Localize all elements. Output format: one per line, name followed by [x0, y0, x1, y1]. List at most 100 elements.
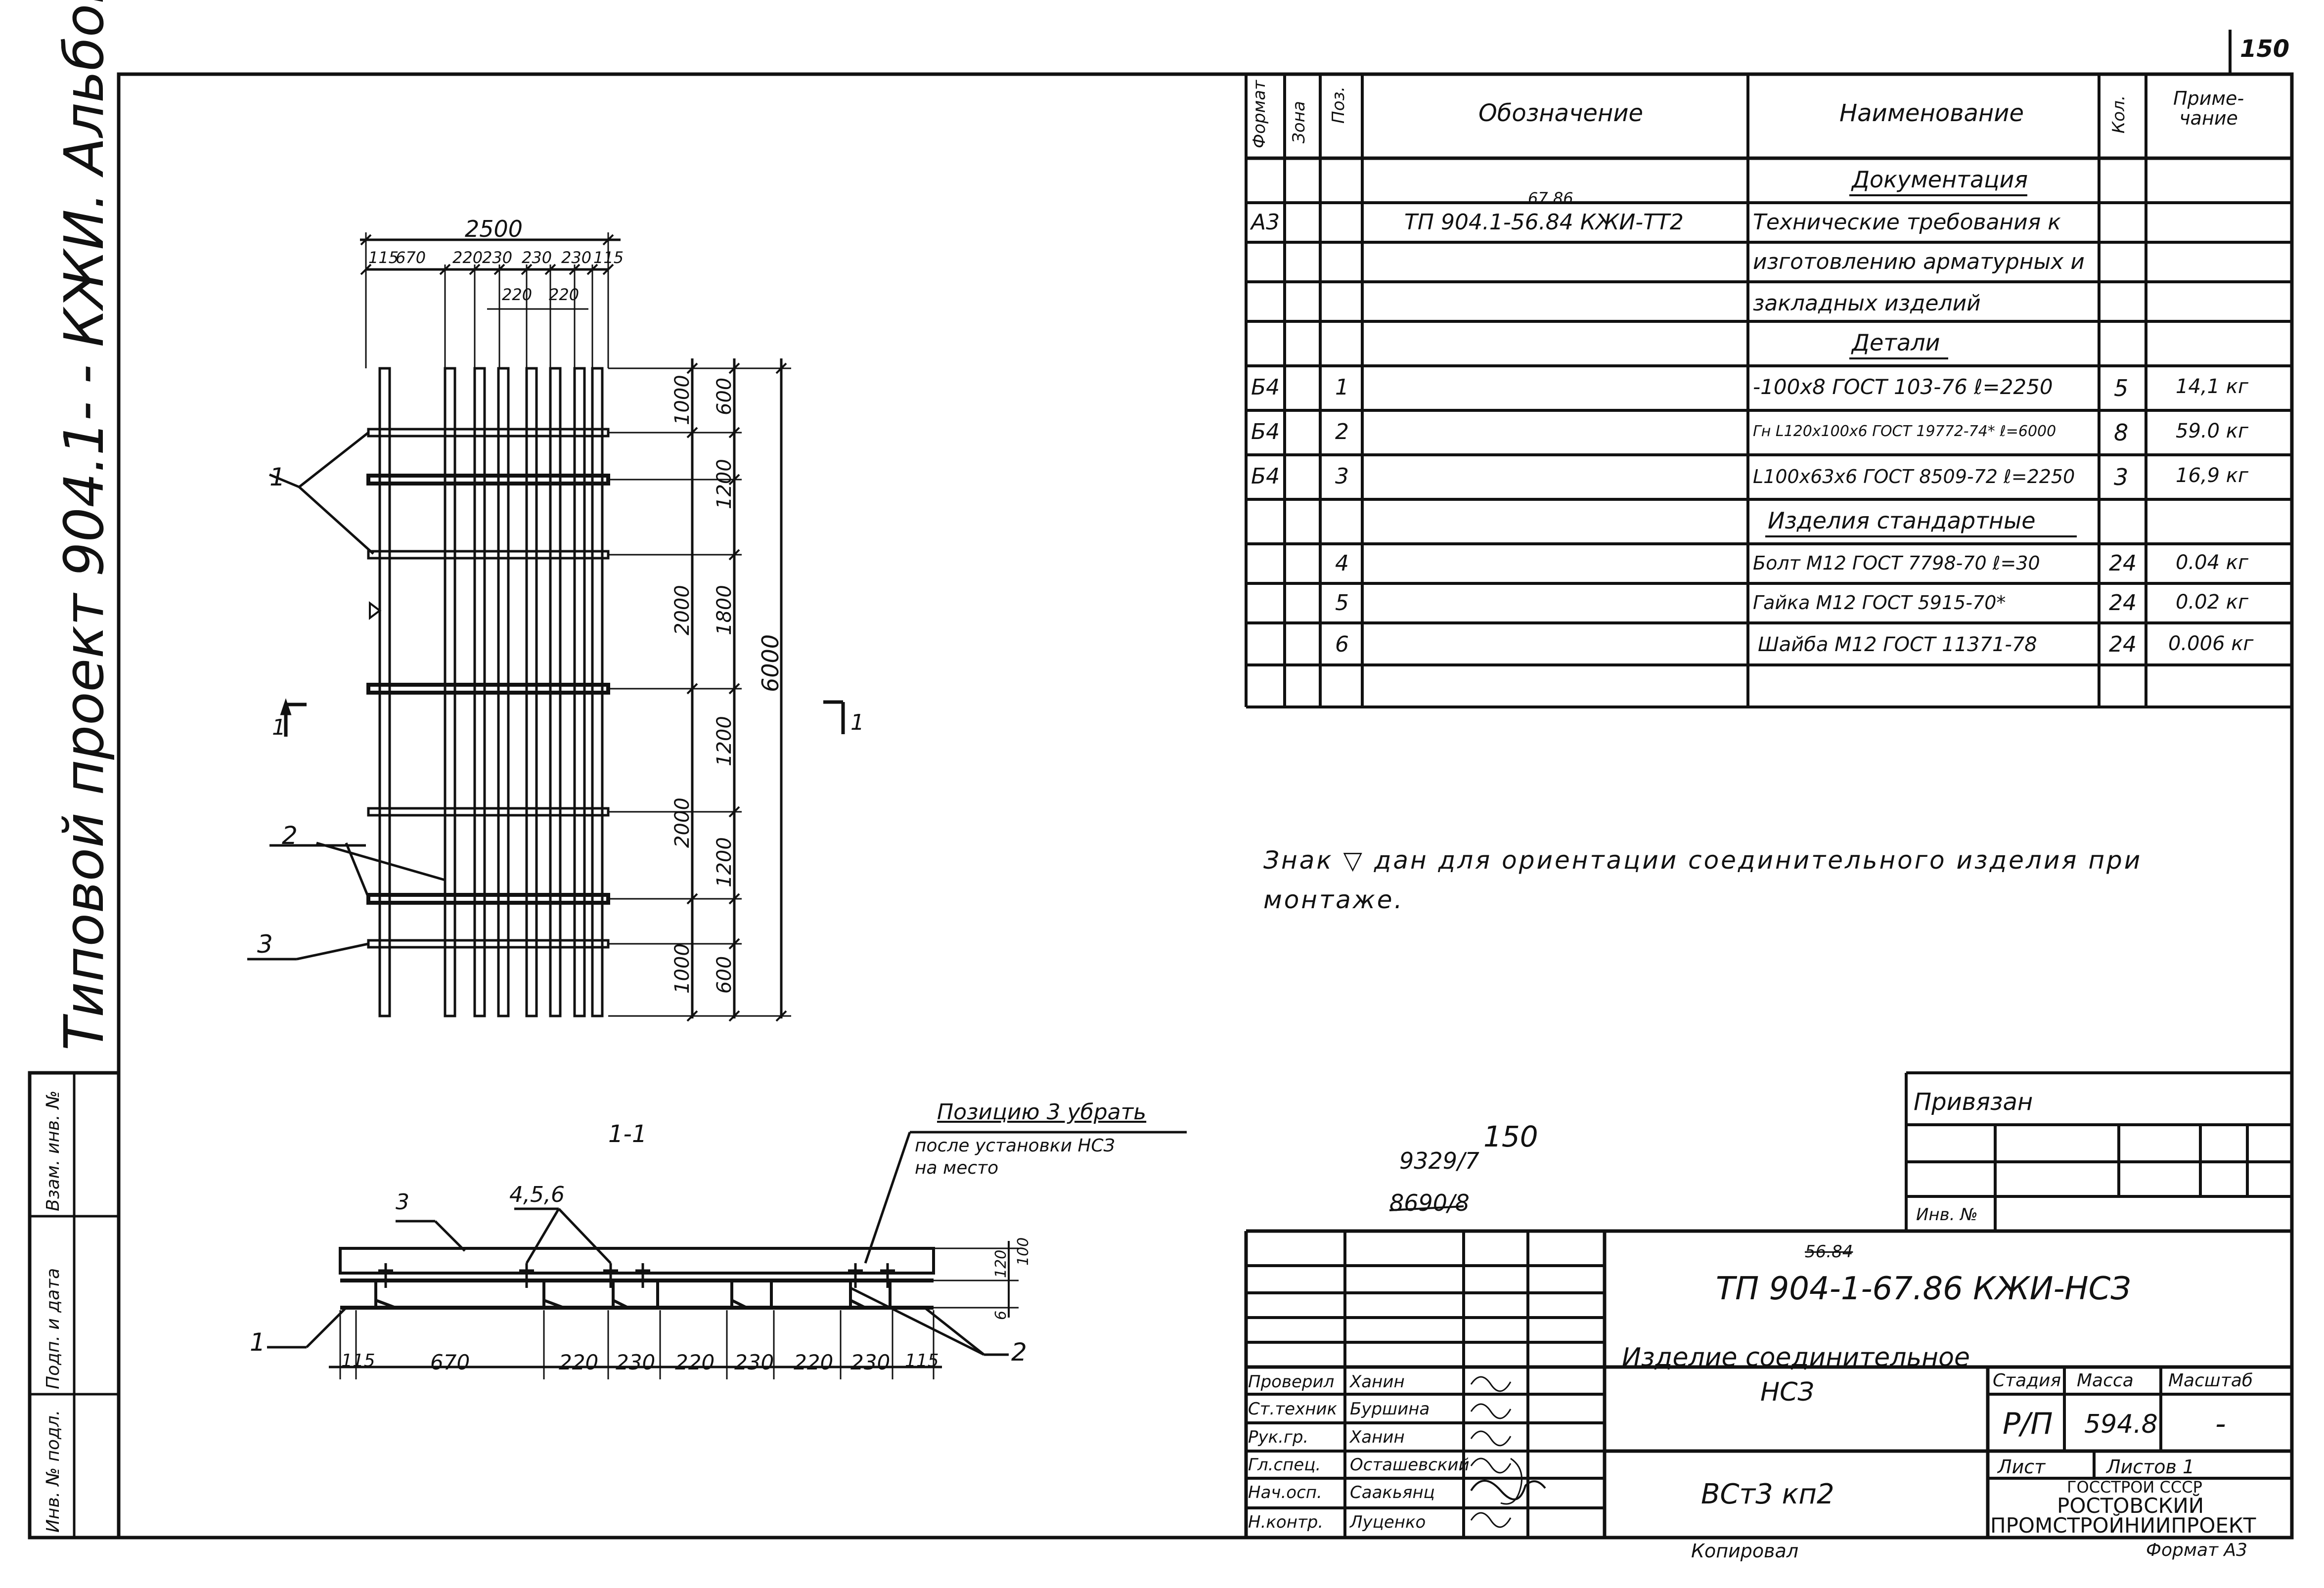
plan-dim-top-4: 230 — [522, 248, 552, 267]
plan-dim-mid-0: 600 — [713, 377, 736, 415]
remove-note-line1: Позицию 3 убрать — [937, 1100, 1147, 1125]
stage-value: Р/П — [2003, 1407, 2053, 1441]
plan-callout-1: 1 — [269, 463, 285, 491]
doc-code-strike: 56.84 — [1805, 1242, 1853, 1262]
signer-role-4: Нач.осп. — [1248, 1483, 1322, 1502]
signer-name-0: Ханин — [1350, 1372, 1405, 1392]
spec-row-11-pos: 6 — [1335, 632, 1349, 657]
plan-dim-top-0: 115 — [368, 248, 399, 267]
spec-header-pos: Поз. — [1329, 86, 1348, 124]
spec-row-5-format: Б4 — [1251, 375, 1280, 400]
section-dim-2: 220 — [559, 1350, 599, 1374]
plan-dim-top-6: 115 — [593, 248, 624, 267]
product-name-2: НСЗ — [1760, 1377, 1814, 1407]
spec-row-10-name: Гайка М12 ГОСТ 5915-70* — [1753, 592, 2006, 614]
plan-dim-top-1: 670 — [396, 248, 426, 267]
spec-header-name: Наименование — [1839, 99, 2024, 127]
section-dim-6: 220 — [794, 1350, 834, 1374]
spec-row-6-format: Б4 — [1251, 419, 1280, 444]
spec-row-1-format: А3 — [1251, 210, 1280, 235]
section-dim-3: 230 — [616, 1350, 656, 1374]
plan-dim-mid-4: 1200 — [713, 837, 736, 887]
spec-row-10-pos: 5 — [1335, 590, 1349, 616]
spec-row-5-qty: 5 — [2114, 375, 2129, 401]
spec-row-11-note: 0.006 кг — [2168, 632, 2254, 655]
spec-row-9-qty: 24 — [2109, 551, 2137, 576]
signer-role-5: Н.контр. — [1248, 1512, 1324, 1532]
plan-dim-total-height: 6000 — [757, 634, 784, 692]
spec-header-designation: Обозначение — [1478, 99, 1644, 127]
binding-label: Привязан — [1914, 1088, 2033, 1116]
section-dim-5: 230 — [734, 1350, 774, 1374]
plan-dim-mid-1: 1200 — [713, 459, 736, 509]
plan-callout-3: 3 — [257, 930, 273, 959]
section-mark-right: 1 — [850, 710, 864, 735]
section-dim-1: 670 — [430, 1350, 470, 1374]
product-name-1: Изделие соединительное — [1622, 1343, 1970, 1372]
spec-row-7-format: Б4 — [1251, 464, 1280, 489]
spec-row-1-name: Технические требования к — [1753, 210, 2061, 235]
spec-row-6-pos: 2 — [1335, 419, 1349, 444]
signer-role-1: Ст.техник — [1248, 1399, 1338, 1419]
stage-label: Стадия — [1993, 1370, 2061, 1391]
spec-row-6-name: Гн L120х100х6 ГОСТ 19772-74* ℓ=6000 — [1753, 423, 2056, 440]
spec-row-5-note: 14,1 кг — [2176, 375, 2248, 398]
spec-row-3-name: закладных изделий — [1753, 291, 1981, 316]
format-label: Формат А3 — [2146, 1540, 2248, 1560]
spec-row-7-note: 16,9 кг — [2176, 464, 2248, 487]
spec-row-8-name: Изделия стандартные — [1768, 507, 2036, 534]
spec-row-9-name: Болт М12 ГОСТ 7798-70 ℓ=30 — [1753, 552, 2040, 574]
mass-label: Масса — [2077, 1370, 2134, 1391]
signer-role-2: Рук.гр. — [1248, 1427, 1309, 1447]
spec-header-note: Приме- чание — [2173, 88, 2244, 129]
spec-row-5-pos: 1 — [1335, 375, 1349, 400]
signer-name-2: Ханин — [1350, 1427, 1405, 1447]
side-field-replace: Взам. инв. № — [43, 1090, 63, 1211]
spec-row-7-name: L100х63х6 ГОСТ 8509-72 ℓ=2250 — [1753, 466, 2075, 487]
spec-row-11-name: Шайба М12 ГОСТ 11371-78 — [1758, 633, 2037, 656]
spec-row-9-note: 0.04 кг — [2176, 551, 2248, 574]
doc-code: ТП 904-1-67.86 КЖИ-НСЗ — [1716, 1271, 2131, 1307]
mass-value: 594.8 — [2084, 1410, 2158, 1439]
plan-dim-mid-2: 1800 — [713, 585, 736, 635]
spec-row-0-name: Документация — [1852, 166, 2028, 193]
section-callout-3: 3 — [396, 1190, 409, 1215]
sheet-label: Лист — [1998, 1456, 2046, 1478]
binding-inv-label: Инв. № — [1916, 1205, 1978, 1225]
binding-number-1: 9329/7 — [1399, 1147, 1479, 1174]
signer-role-3: Гл.спец. — [1248, 1455, 1321, 1475]
signer-name-4: Саакьянц — [1350, 1483, 1435, 1502]
spec-row-11-qty: 24 — [2109, 632, 2137, 657]
orientation-note: Знак ▽ дан для ориентации соединительног… — [1263, 846, 2143, 914]
org-line-3: ПРОМСТРОЙНИИПРОЕКТ — [1990, 1513, 2256, 1538]
spec-row-1-designation: ТП 904.1-56.84 КЖИ-ТТ2 — [1404, 210, 1684, 235]
spec-row-10-note: 0.02 кг — [2176, 591, 2248, 614]
plan-view — [247, 232, 845, 1022]
section-dim-4: 220 — [675, 1350, 715, 1374]
page-number: 150 — [2240, 35, 2290, 63]
section-callout-456: 4,5,6 — [509, 1182, 565, 1207]
signer-name-5: Луценко — [1350, 1512, 1426, 1532]
side-stamp-title: Типовой проект 904.1- - КЖИ. Альбом 8.7 — [52, 0, 116, 1051]
remove-note-line2: после установки НСЗ — [915, 1136, 1115, 1156]
section-dim-h-1: 100 — [1015, 1237, 1032, 1266]
spec-table-grid — [1245, 74, 2292, 708]
spec-header-qty: Кол. — [2109, 95, 2129, 133]
signer-name-3: Осташевский — [1350, 1455, 1470, 1475]
spec-row-4-name: Детали — [1852, 329, 1940, 356]
side-field-inv: Инв. № подл. — [43, 1410, 63, 1533]
copied-label: Копировал — [1691, 1540, 1799, 1562]
side-field-sign: Подп. и дата — [43, 1268, 63, 1389]
signer-name-1: Буршина — [1350, 1399, 1430, 1419]
plan-dim-top-5: 230 — [561, 248, 592, 267]
plan-dim-inner-2: 2000 — [671, 797, 694, 848]
remove-note-line3: на место — [915, 1158, 999, 1178]
org-line-2: РОСТОВСКИЙ — [2057, 1494, 2204, 1518]
signer-role-0: Проверил — [1248, 1372, 1335, 1392]
spec-row-9-pos: 4 — [1335, 551, 1349, 576]
section-dim-7: 230 — [850, 1350, 891, 1374]
spec-row-1-designation-fix: 67.86 — [1528, 189, 1573, 208]
section-title: 1-1 — [608, 1120, 647, 1148]
section-dim-0: 115 — [341, 1351, 375, 1371]
plan-dim-inner-0: 1000 — [671, 375, 694, 425]
